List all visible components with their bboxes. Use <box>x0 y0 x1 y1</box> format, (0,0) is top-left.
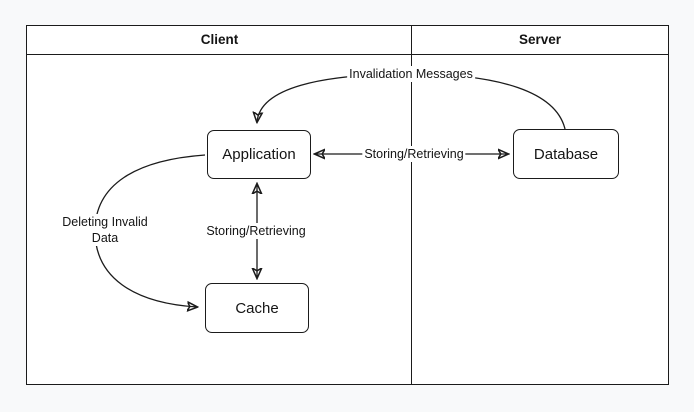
node-application-label: Application <box>222 146 296 163</box>
node-database: Database <box>513 129 619 179</box>
edge-label-deleting-invalid-data: Deleting Invalid Data <box>60 214 150 246</box>
panel-divider <box>410 26 412 384</box>
panel-header-client-label: Client <box>200 32 239 47</box>
node-application: Application <box>207 130 311 179</box>
edge-label-invalidation-messages: Invalidation Messages <box>347 66 475 82</box>
panel-header-server-label: Server <box>518 32 562 47</box>
swimlane-header-row: Client Server <box>27 26 668 55</box>
node-cache: Cache <box>205 283 309 333</box>
panel-header-client: Client <box>27 26 412 54</box>
edge-label-storing-retrieving-horizontal: Storing/Retrieving <box>362 146 466 162</box>
edge-label-deleting-line2: Data <box>91 231 119 245</box>
panel-header-server: Server <box>412 26 668 54</box>
node-database-label: Database <box>533 145 599 163</box>
edge-label-storing-retrieving-vertical: Storing/Retrieving <box>204 223 308 239</box>
edge-label-deleting-line1: Deleting Invalid <box>62 215 148 229</box>
node-cache-label: Cache <box>235 299 279 317</box>
